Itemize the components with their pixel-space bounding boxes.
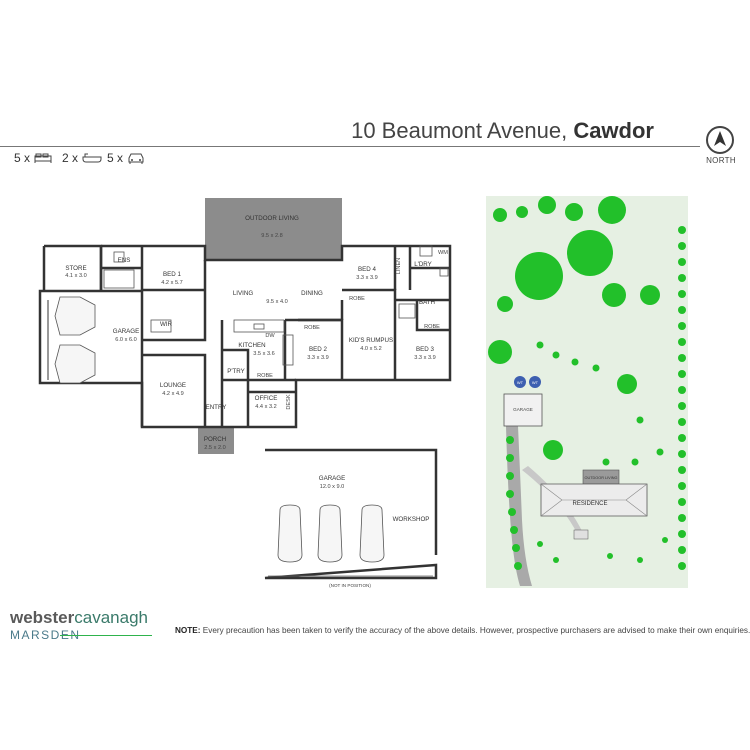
site-garage-label: GARAGE: [513, 407, 533, 412]
title-divider: [0, 146, 700, 147]
suburb-name: Cawdor: [573, 118, 654, 143]
bed2-label: BED 2: [309, 346, 327, 353]
bed4-label: BED 4: [358, 266, 376, 273]
garage-dims: 6.0 x 6.0: [115, 337, 136, 343]
rumpus-dims: 4.0 x 5.2: [360, 346, 381, 352]
lounge-dims: 4.2 x 4.9: [162, 391, 183, 397]
car-count-text: 5 x: [107, 151, 124, 165]
outdoor-living-label: OUTDOOR LIVING: [245, 215, 299, 222]
hall-robe-label: ROBE: [257, 373, 273, 379]
street-address: 10 Beaumont Avenue,: [351, 118, 574, 143]
bath-label: BATH: [419, 299, 435, 306]
office-label: OFFICE: [255, 395, 278, 402]
logo-underline: [60, 635, 152, 636]
bed-icon: [34, 153, 52, 163]
wir-label: WIR: [160, 321, 173, 328]
rumpus-label: KID'S RUMPUS: [349, 337, 393, 344]
north-compass-icon: [706, 126, 734, 154]
car-count: 5 x: [107, 151, 145, 165]
property-address: 10 Beaumont Avenue, Cawdor: [351, 118, 654, 144]
water-tank-1-icon: [514, 376, 526, 388]
dining-label: DINING: [301, 290, 323, 297]
porch-area: [198, 427, 234, 454]
bed4-robe-label: ROBE: [349, 296, 365, 302]
disclaimer-note: NOTE: Every precaution has been taken to…: [175, 626, 750, 635]
shed-garage-label: GARAGE: [319, 475, 345, 482]
garage-label: GARAGE: [113, 328, 139, 335]
store-label: STORE: [65, 265, 86, 272]
agency-logo: webstercavanagh MARSDEN: [10, 608, 148, 642]
site-outdoor-living-label: OUTDOOR LIVING: [585, 476, 618, 480]
house-walls: [38, 244, 452, 429]
note-text: Every precaution has been taken to verif…: [200, 626, 750, 635]
house-fixtures: [47, 245, 449, 384]
bed1-label: BED 1: [163, 271, 181, 278]
bed3-robe-label: ROBE: [424, 324, 440, 330]
bed2-robe-label: ROBE: [304, 325, 320, 331]
water-tank-2-label: WT: [532, 380, 539, 385]
lounge-label: LOUNGE: [160, 382, 186, 389]
car-icon: [128, 153, 144, 164]
water-tank-1-label: WT: [517, 380, 524, 385]
bath-count: 2 x: [62, 151, 102, 165]
shed-cars: [277, 504, 385, 563]
not-in-position-note: (NOT IN POSITION): [329, 583, 371, 588]
site-residence-label: RESIDENCE: [572, 501, 607, 507]
desk-label: DESK: [286, 394, 292, 410]
living-label: LIVING: [233, 290, 253, 297]
porch-label: PORCH: [204, 436, 226, 443]
bed2-dims: 3.3 x 3.9: [307, 355, 328, 361]
bed1-dims: 4.2 x 5.7: [161, 280, 182, 286]
bed-count-text: 5 x: [14, 151, 31, 165]
logo-marsden: MARSDEN: [10, 628, 81, 642]
bed4-dims: 3.3 x 3.9: [356, 275, 377, 281]
store-dims: 4.1 x 3.0: [65, 273, 86, 279]
kitchen-label: KITCHEN: [238, 342, 265, 349]
site-garage: [503, 393, 543, 427]
living-dims: 9.5 x 4.0: [266, 299, 287, 305]
kitchen-dims: 3.5 x 3.6: [253, 351, 274, 357]
wm-label: WM: [438, 250, 448, 256]
bath-count-text: 2 x: [62, 151, 79, 165]
trees: [488, 196, 686, 570]
entry-label: ENTRY: [206, 404, 227, 411]
outdoor-living-dims: 9.5 x 2.8: [261, 233, 282, 239]
compass-label: NORTH: [706, 156, 736, 165]
site-shed: [573, 529, 589, 540]
dishwasher-label: DW: [265, 333, 275, 339]
path: [522, 466, 583, 535]
outdoor-living-area: [205, 198, 342, 260]
bed3-dims: 3.3 x 3.9: [414, 355, 435, 361]
porch-dims: 2.5 x 2.0: [204, 445, 225, 451]
shed-garage-dims: 12.0 x 9.0: [320, 484, 345, 490]
laundry-label: L'DRY: [414, 261, 432, 268]
workshop-label: WORKSHOP: [393, 516, 430, 523]
pantry-label: P'TRY: [227, 368, 245, 375]
driveway: [506, 426, 532, 586]
water-tank-2-icon: [529, 376, 541, 388]
bath-icon: [82, 153, 102, 163]
bed3-label: BED 3: [416, 346, 434, 353]
bed-count: 5 x: [14, 151, 52, 165]
shed-walls: [264, 448, 438, 580]
logo-cavanagh: cavanagh: [74, 608, 148, 627]
note-label: NOTE:: [175, 626, 201, 635]
office-dims: 4.4 x 3.2: [255, 404, 276, 410]
linen-label: LINEN: [396, 258, 402, 274]
ens-label: ENS: [118, 257, 131, 264]
logo-webster: webster: [10, 608, 75, 627]
